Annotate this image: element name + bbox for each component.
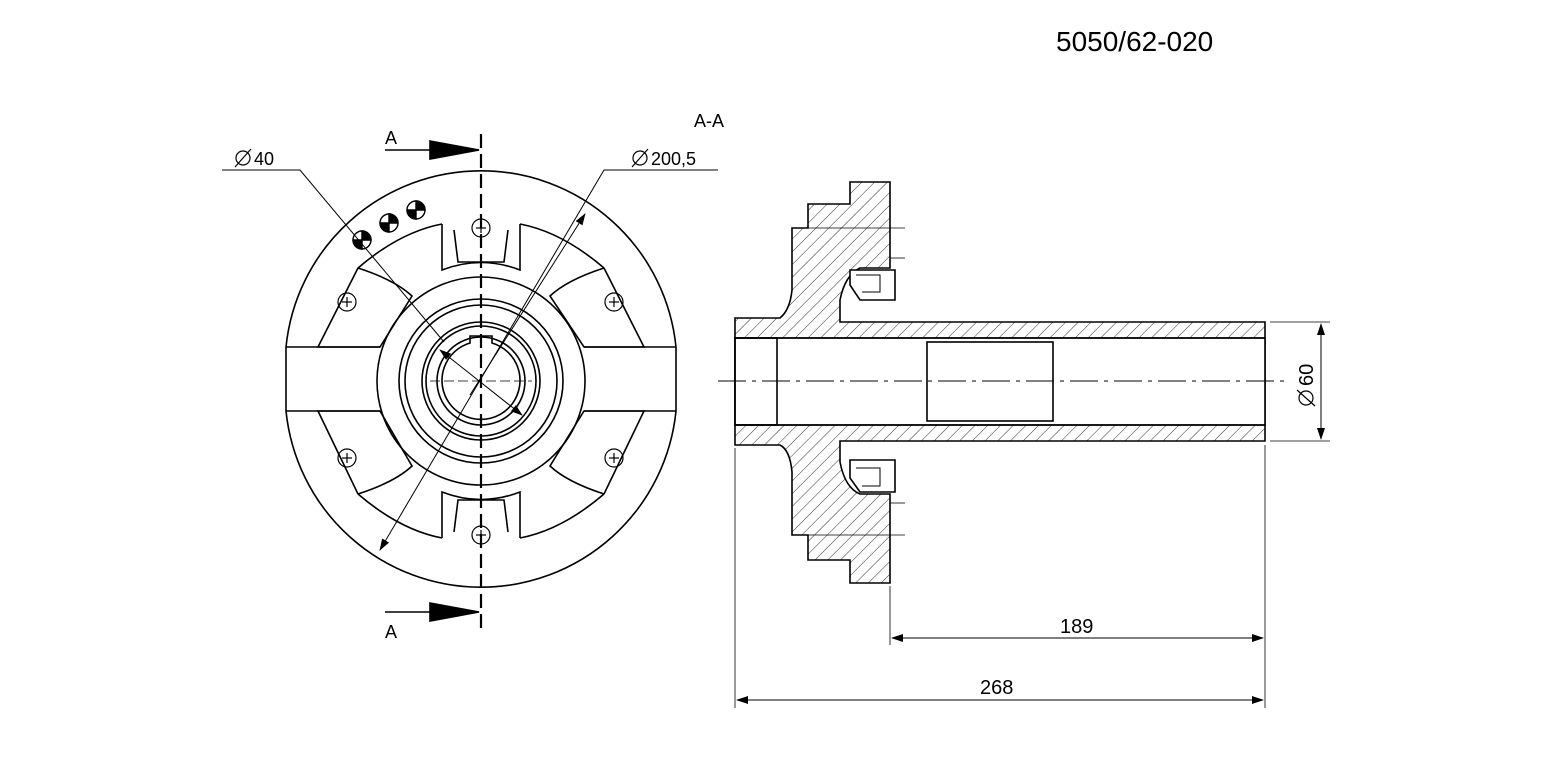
- diameter-symbol-icon: [631, 148, 649, 168]
- dim-bore-diameter: 40: [234, 148, 274, 169]
- flange-outline: [285, 169, 677, 348]
- dim-shaft-diameter-value: 60: [1296, 364, 1318, 386]
- dim-total-length: 268: [980, 677, 1013, 699]
- hole-crosshair-icon: [337, 218, 624, 545]
- section-marker-bottom: A: [385, 622, 397, 642]
- section-marker-top: A: [385, 128, 397, 148]
- front-view: [222, 134, 718, 628]
- dim-flange-value: 200,5: [651, 149, 696, 169]
- dim-shaft-diameter: 60: [1296, 364, 1318, 407]
- section-view: [718, 181, 1330, 708]
- dim-bore-value: 40: [254, 149, 274, 169]
- section-arrow-icon: [385, 140, 480, 622]
- section-title: A-A: [694, 111, 724, 131]
- part-number: 5050/62-020: [1056, 26, 1214, 57]
- diameter-symbol-icon: [234, 148, 252, 168]
- diameter-symbol-icon: [1296, 389, 1316, 407]
- centre-of-mass-icon: [352, 200, 426, 250]
- dim-shaft-length: 189: [1060, 616, 1093, 638]
- dim-flange-diameter: 200,5: [631, 148, 696, 169]
